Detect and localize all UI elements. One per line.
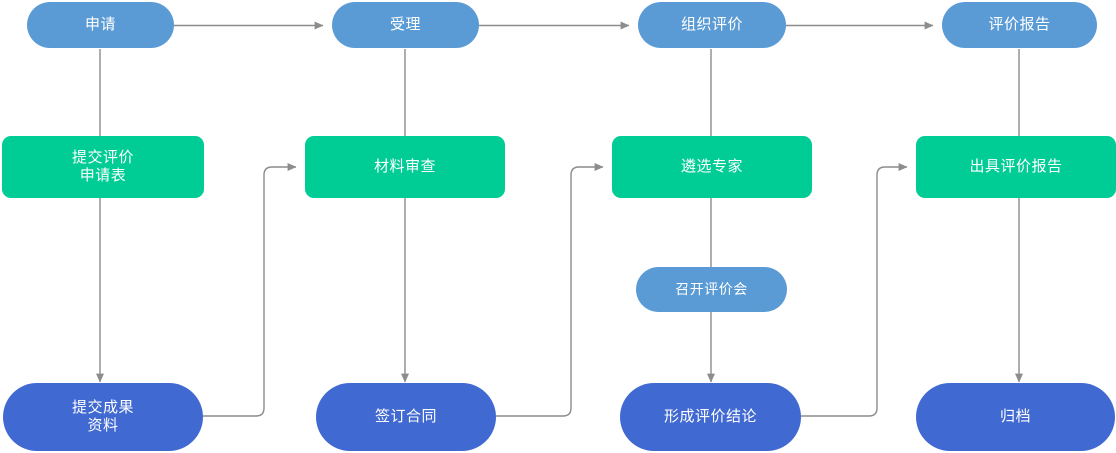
node-submit-form[interactable]: 提交评价 申请表 — [2, 136, 204, 198]
node-sign-contract[interactable]: 签订合同 — [316, 383, 496, 451]
node-hold-meeting-label: 召开评价会 — [675, 281, 748, 298]
node-issue-report[interactable]: 出具评价报告 — [916, 136, 1116, 198]
arrow-sign-contract-to-select-expert — [496, 163, 604, 417]
node-select-expert-label: 遴选专家 — [680, 158, 743, 176]
node-report-label: 评价报告 — [988, 16, 1051, 34]
arrow-conclusion-to-issue-report — [801, 163, 908, 417]
node-apply-label: 申请 — [84, 16, 116, 34]
node-archive-label: 归档 — [999, 408, 1031, 426]
node-organize[interactable]: 组织评价 — [638, 2, 786, 48]
node-archive[interactable]: 归档 — [916, 383, 1115, 451]
node-issue-report-label: 出具评价报告 — [969, 158, 1063, 176]
node-sign-contract-label: 签订合同 — [374, 408, 437, 426]
node-report[interactable]: 评价报告 — [942, 2, 1097, 48]
node-material-check[interactable]: 材料审查 — [305, 136, 505, 198]
node-accept-label: 受理 — [389, 16, 421, 34]
node-select-expert[interactable]: 遴选专家 — [612, 136, 812, 198]
node-conclusion[interactable]: 形成评价结论 — [620, 383, 801, 451]
node-conclusion-label: 形成评价结论 — [663, 408, 757, 426]
node-material-check-label: 材料审查 — [373, 158, 436, 176]
node-organize-label: 组织评价 — [680, 16, 743, 34]
node-submit-results-label: 提交成果 资料 — [71, 399, 134, 434]
node-submit-form-label: 提交评价 申请表 — [71, 149, 134, 184]
node-accept[interactable]: 受理 — [332, 2, 479, 48]
arrow-submit-results-to-material-check — [203, 163, 297, 417]
node-submit-results[interactable]: 提交成果 资料 — [3, 383, 203, 451]
node-apply[interactable]: 申请 — [27, 2, 174, 48]
node-hold-meeting[interactable]: 召开评价会 — [636, 267, 787, 312]
